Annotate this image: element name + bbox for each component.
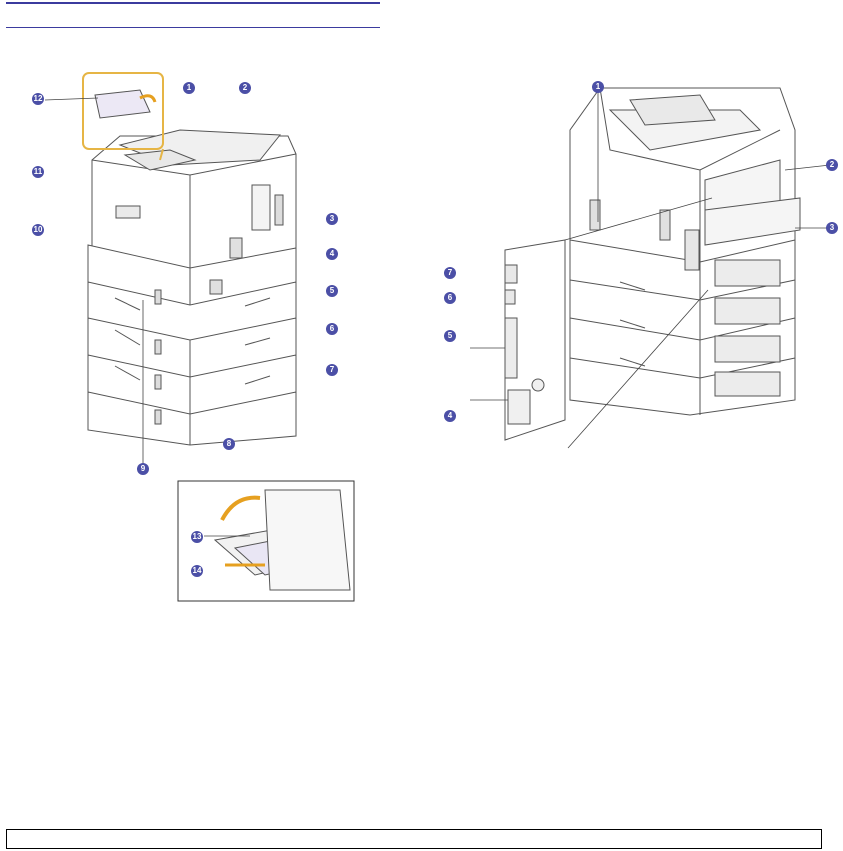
callout-11-front: 11 bbox=[32, 166, 44, 178]
callout-1-rear: 1 bbox=[592, 81, 604, 93]
callout-13-inset: 13 bbox=[191, 531, 203, 543]
rear-printer-drawing bbox=[570, 88, 800, 415]
page-footer-box bbox=[6, 829, 822, 849]
mp-tray-inset-drawing bbox=[178, 481, 354, 601]
callout-6-front: 6 bbox=[326, 323, 338, 335]
callout-2-front: 2 bbox=[239, 82, 251, 94]
callout-12-front: 12 bbox=[32, 93, 44, 105]
callout-3-rear: 3 bbox=[826, 222, 838, 234]
callout-5-front: 5 bbox=[326, 285, 338, 297]
rear-zoom-detail bbox=[505, 240, 565, 440]
callout-5-rear: 5 bbox=[444, 330, 456, 342]
callout-3-front: 3 bbox=[326, 213, 338, 225]
callout-9-front: 9 bbox=[137, 463, 149, 475]
callout-4-front: 4 bbox=[326, 248, 338, 260]
front-printer-drawing bbox=[88, 130, 296, 445]
callout-6-rear: 6 bbox=[444, 292, 456, 304]
callout-4-rear: 4 bbox=[444, 410, 456, 422]
callout-2-rear: 2 bbox=[826, 159, 838, 171]
callout-8-front: 8 bbox=[223, 438, 235, 450]
callout-1-front: 1 bbox=[183, 82, 195, 94]
callout-14-inset: 14 bbox=[191, 565, 203, 577]
callout-7-rear: 7 bbox=[444, 267, 456, 279]
callout-7-front: 7 bbox=[326, 364, 338, 376]
callout-10-front: 10 bbox=[32, 224, 44, 236]
